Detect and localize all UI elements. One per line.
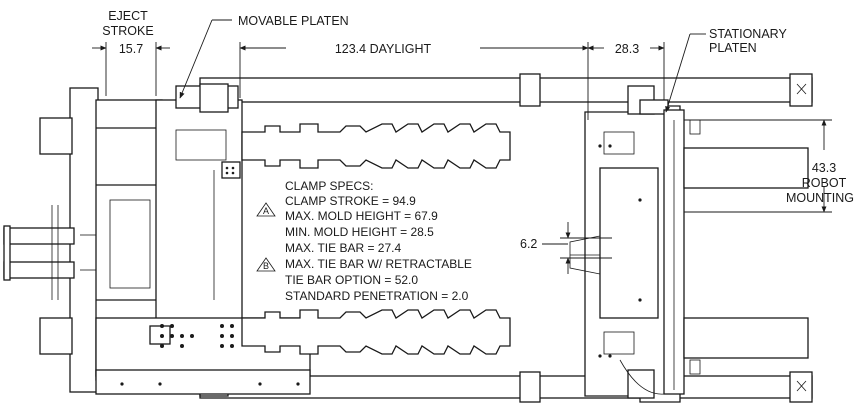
clamp-cylinder-top <box>241 123 511 169</box>
offset-dimension <box>542 222 612 274</box>
spec-line-7: STANDARD PENETRATION = 2.0 <box>285 289 469 303</box>
marker-a-triangle <box>256 202 276 217</box>
stationary-platen-leader <box>665 33 706 113</box>
eject-stroke-label-1: EJECT <box>108 9 148 23</box>
marker-b-label: B <box>263 261 269 271</box>
spec-line-6: TIE BAR OPTION = 52.0 <box>285 273 418 287</box>
stationary-platen-label-2: PLATEN <box>709 41 757 55</box>
eject-stroke-label-2: STROKE <box>102 24 153 38</box>
stationary-dimension-value: 28.3 <box>615 42 639 56</box>
marker-a-label: A <box>263 206 269 216</box>
spec-line-5: MAX. TIE BAR W/ RETRACTABLE <box>285 257 472 271</box>
spec-line-2: MAX. MOLD HEIGHT = 67.9 <box>285 209 438 223</box>
robot-mounting-dimension <box>684 119 832 213</box>
stationary-dimension <box>587 42 665 100</box>
stationary-platen-body <box>569 85 809 403</box>
robot-mounting-value: 43.3 <box>812 161 836 175</box>
offset-value: 6.2 <box>520 237 537 251</box>
daylight-dimension <box>239 42 589 120</box>
tie-bar-top <box>199 73 813 107</box>
spec-line-4: MAX. TIE BAR = 27.4 <box>285 241 401 255</box>
ejector-housing <box>3 87 99 393</box>
robot-mounting-label-1: ROBOT <box>802 176 847 190</box>
robot-mounting-label-2: MOUNTING <box>786 191 854 205</box>
stationary-platen-label-1: STATIONARY <box>709 27 787 41</box>
clamp-cylinder-bottom <box>241 309 511 355</box>
marker-b-triangle <box>256 257 276 272</box>
spec-line-1: CLAMP STROKE = 94.9 <box>285 194 416 208</box>
spec-line-3: MIN. MOLD HEIGHT = 28.5 <box>285 225 434 239</box>
movable-platen-leader <box>179 19 232 99</box>
eject-stroke-dimension <box>92 42 170 96</box>
clamp-specs: CLAMP SPECS: A CLAMP STROKE = 94.9 MAX. … <box>256 179 472 303</box>
clamp-specs-heading: CLAMP SPECS: <box>285 179 373 193</box>
movable-platen-label: MOVABLE PLATEN <box>238 14 349 28</box>
daylight-label: 123.4 DAYLIGHT <box>335 42 432 56</box>
eject-stroke-value: 15.7 <box>119 42 143 56</box>
